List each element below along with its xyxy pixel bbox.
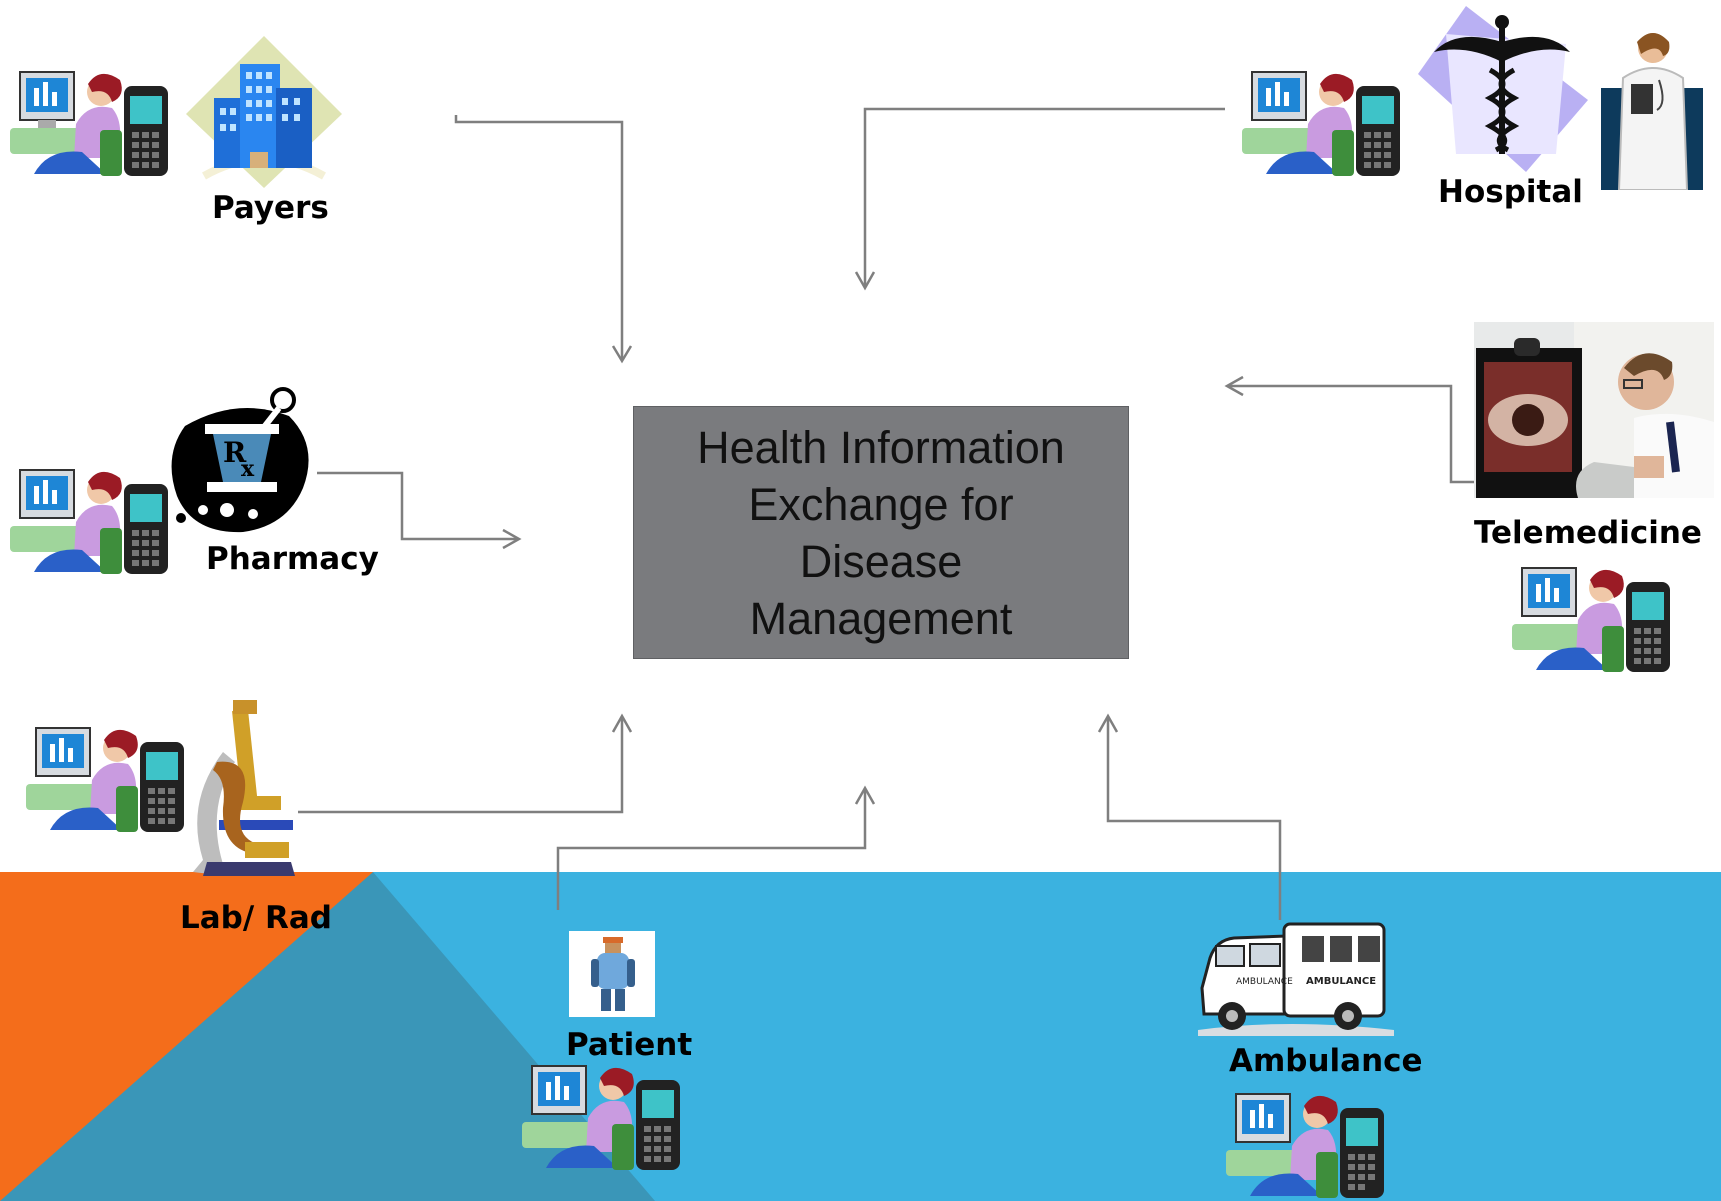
patient-figure-icon [569,931,655,1017]
arrow-payers [454,115,633,364]
office-building-icon [186,36,342,188]
node-label-telemedicine: Telemedicine [1474,515,1702,551]
arrow-telemedicine [1224,375,1474,484]
svg-text:AMBULANCE: AMBULANCE [1236,977,1293,987]
svg-text:AMBULANCE: AMBULANCE [1306,976,1376,987]
computer-user-phone-icon [1512,567,1670,672]
svg-text:x: x [241,456,255,482]
arrow-ambulance [1097,713,1282,920]
arrow-patient [556,785,876,910]
svg-text:R: R [223,436,247,469]
computer-user-phone-icon [10,71,168,176]
telemedicine-photo-icon [1474,322,1714,498]
computer-user-phone-icon [10,469,168,574]
caduceus-icon [1418,6,1588,172]
computer-user-phone-icon [522,1065,680,1170]
ambulance-icon: AMBULANCE AMBULANCE [1198,922,1394,1036]
microscope-icon [193,700,295,876]
center-title: Health Information Exchange for Disease … [697,421,1065,644]
computer-user-phone-icon [26,727,184,832]
computer-user-phone-icon [1226,1093,1384,1198]
node-label-pharmacy: Pharmacy [206,541,379,577]
node-label-ambulance: Ambulance [1229,1043,1423,1079]
computer-user-phone-icon [1242,71,1400,176]
center-box: Health Information Exchange for Disease … [633,406,1129,659]
doctor-icon [1601,33,1703,190]
arrow-pharmacy [317,471,522,550]
node-label-lab-rad: Lab/ Rad [180,900,332,936]
node-label-payers: Payers [212,190,329,226]
mortar-pestle-rx-icon: R x [171,387,309,533]
arrow-lab-rad [298,713,633,814]
arrow-hospital [854,107,1225,291]
node-label-patient: Patient [566,1027,693,1063]
node-label-hospital: Hospital [1438,174,1583,210]
